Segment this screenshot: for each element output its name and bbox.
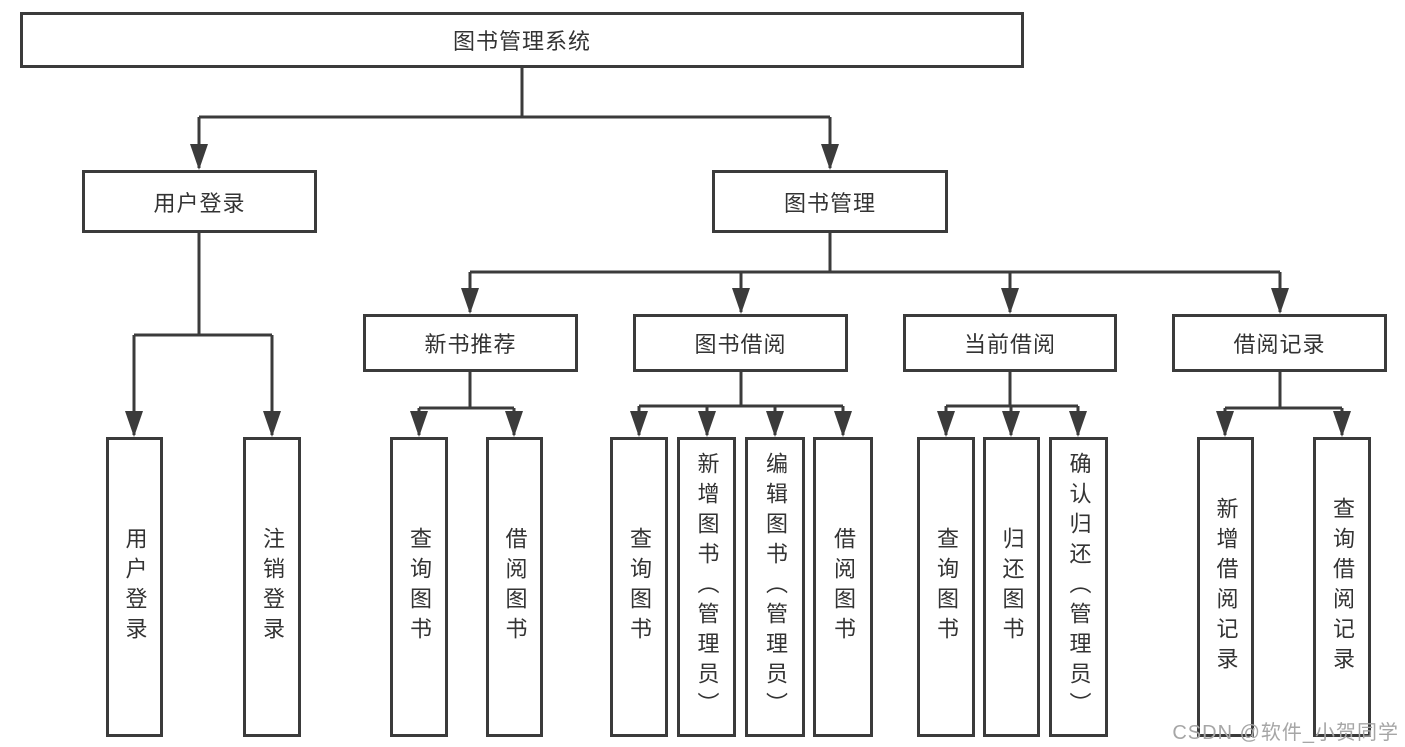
leaf-borrow-books-label: 借阅图书 [831,527,856,647]
node-new-book-recommendation: 新书推荐 [363,314,578,372]
node-library-management-system: 图书管理系统 [20,12,1024,68]
leaf-add-borrow-record-label: 新增借阅记录 [1213,497,1239,677]
node-current-borrowing: 当前借阅 [903,314,1117,372]
leaf-borrow-query-books-label: 查询图书 [627,527,652,647]
leaf-add-books-admin-label: 新增图书（管理员） [694,452,720,722]
leaf-edit-books-admin-label: 编辑图书（管理员） [763,452,788,722]
leaf-current-query-books: 查询图书 [917,437,975,737]
leaf-recommend-query-books: 查询图书 [390,437,448,737]
leaf-user-login-label: 用户登录 [122,527,148,647]
leaf-query-borrow-record: 查询借阅记录 [1313,437,1371,737]
leaf-confirm-return-admin: 确认归还（管理员） [1049,437,1108,737]
leaf-query-borrow-record-label: 查询借阅记录 [1330,497,1355,677]
leaf-recommend-borrow-books-label: 借阅图书 [502,527,528,647]
leaf-return-books: 归还图书 [983,437,1040,737]
leaf-current-query-books-label: 查询图书 [934,527,959,647]
leaf-confirm-return-admin-label: 确认归还（管理员） [1066,452,1092,722]
leaf-recommend-borrow-books: 借阅图书 [486,437,543,737]
leaf-add-books-admin: 新增图书（管理员） [677,437,736,737]
leaf-borrow-books: 借阅图书 [813,437,873,737]
leaf-logout: 注销登录 [243,437,301,737]
leaf-add-borrow-record: 新增借阅记录 [1197,437,1254,737]
leaf-edit-books-admin: 编辑图书（管理员） [745,437,805,737]
csdn-watermark: CSDN @软件_小贺同学 [1172,722,1399,744]
node-book-borrowing: 图书借阅 [633,314,848,372]
node-book-management: 图书管理 [712,170,948,233]
leaf-return-books-label: 归还图书 [999,527,1025,647]
leaf-borrow-query-books: 查询图书 [610,437,668,737]
leaf-recommend-query-books-label: 查询图书 [407,527,432,647]
node-user-login: 用户登录 [82,170,317,233]
leaf-logout-label: 注销登录 [260,527,285,647]
node-borrowing-records: 借阅记录 [1172,314,1387,372]
leaf-user-login: 用户登录 [106,437,163,737]
